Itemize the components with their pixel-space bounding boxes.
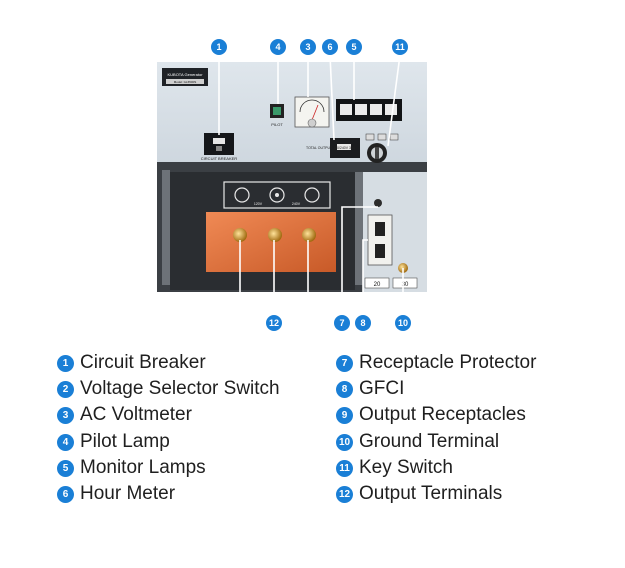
svg-text:30: 30 xyxy=(402,282,409,288)
svg-text:Model: GL6500S: Model: GL6500S xyxy=(174,80,197,84)
callout-5: 5 xyxy=(346,39,362,55)
callout-4: 4 xyxy=(270,39,286,55)
callout-10: 10 xyxy=(395,315,411,331)
callout-7: 7 xyxy=(334,315,350,331)
svg-text:11: 11 xyxy=(395,42,405,52)
svg-text:240V: 240V xyxy=(292,202,301,206)
svg-text:PILOT: PILOT xyxy=(271,122,283,127)
callout-11: 11 xyxy=(392,39,408,55)
svg-text:7: 7 xyxy=(339,318,344,328)
model-plate: KUBOTA Generator Model: GL6500S xyxy=(162,68,208,86)
key-switch xyxy=(365,133,399,163)
monitor-lamps xyxy=(336,99,402,121)
callout-1: 1 xyxy=(211,39,227,55)
svg-text:1: 1 xyxy=(216,42,221,52)
svg-text:20: 20 xyxy=(374,282,381,288)
svg-text:10: 10 xyxy=(398,318,408,328)
output-terminals xyxy=(206,212,336,272)
svg-text:3: 3 xyxy=(305,42,310,52)
voltage-selector-switch: 120V 240V xyxy=(223,181,331,209)
svg-text:CIRCUIT BREAKER: CIRCUIT BREAKER xyxy=(201,156,237,161)
svg-text:TOTAL OUTPUT 120/240V 30A: TOTAL OUTPUT 120/240V 30A xyxy=(306,146,356,150)
svg-text:KUBOTA Generator: KUBOTA Generator xyxy=(167,72,203,77)
svg-text:6: 6 xyxy=(327,42,332,52)
svg-text:12: 12 xyxy=(269,318,279,328)
ac-voltmeter xyxy=(294,96,330,128)
callout-6: 6 xyxy=(322,39,338,55)
svg-text:5: 5 xyxy=(351,42,356,52)
callout-8: 8 xyxy=(355,315,371,331)
leader-lines xyxy=(218,54,404,317)
svg-text:120V: 120V xyxy=(254,202,263,206)
receptacle-protector xyxy=(374,199,382,207)
pilot-lamp: PILOT xyxy=(270,104,284,127)
gfci xyxy=(367,214,393,266)
callout-12: 12 xyxy=(266,315,282,331)
svg-text:4: 4 xyxy=(275,42,280,52)
svg-text:8: 8 xyxy=(360,318,365,328)
hour-meter: TOTAL OUTPUT 120/240V 30A xyxy=(306,138,360,158)
circuit-breaker: CIRCUIT BREAKER xyxy=(201,133,237,161)
callout-3: 3 xyxy=(300,39,316,55)
